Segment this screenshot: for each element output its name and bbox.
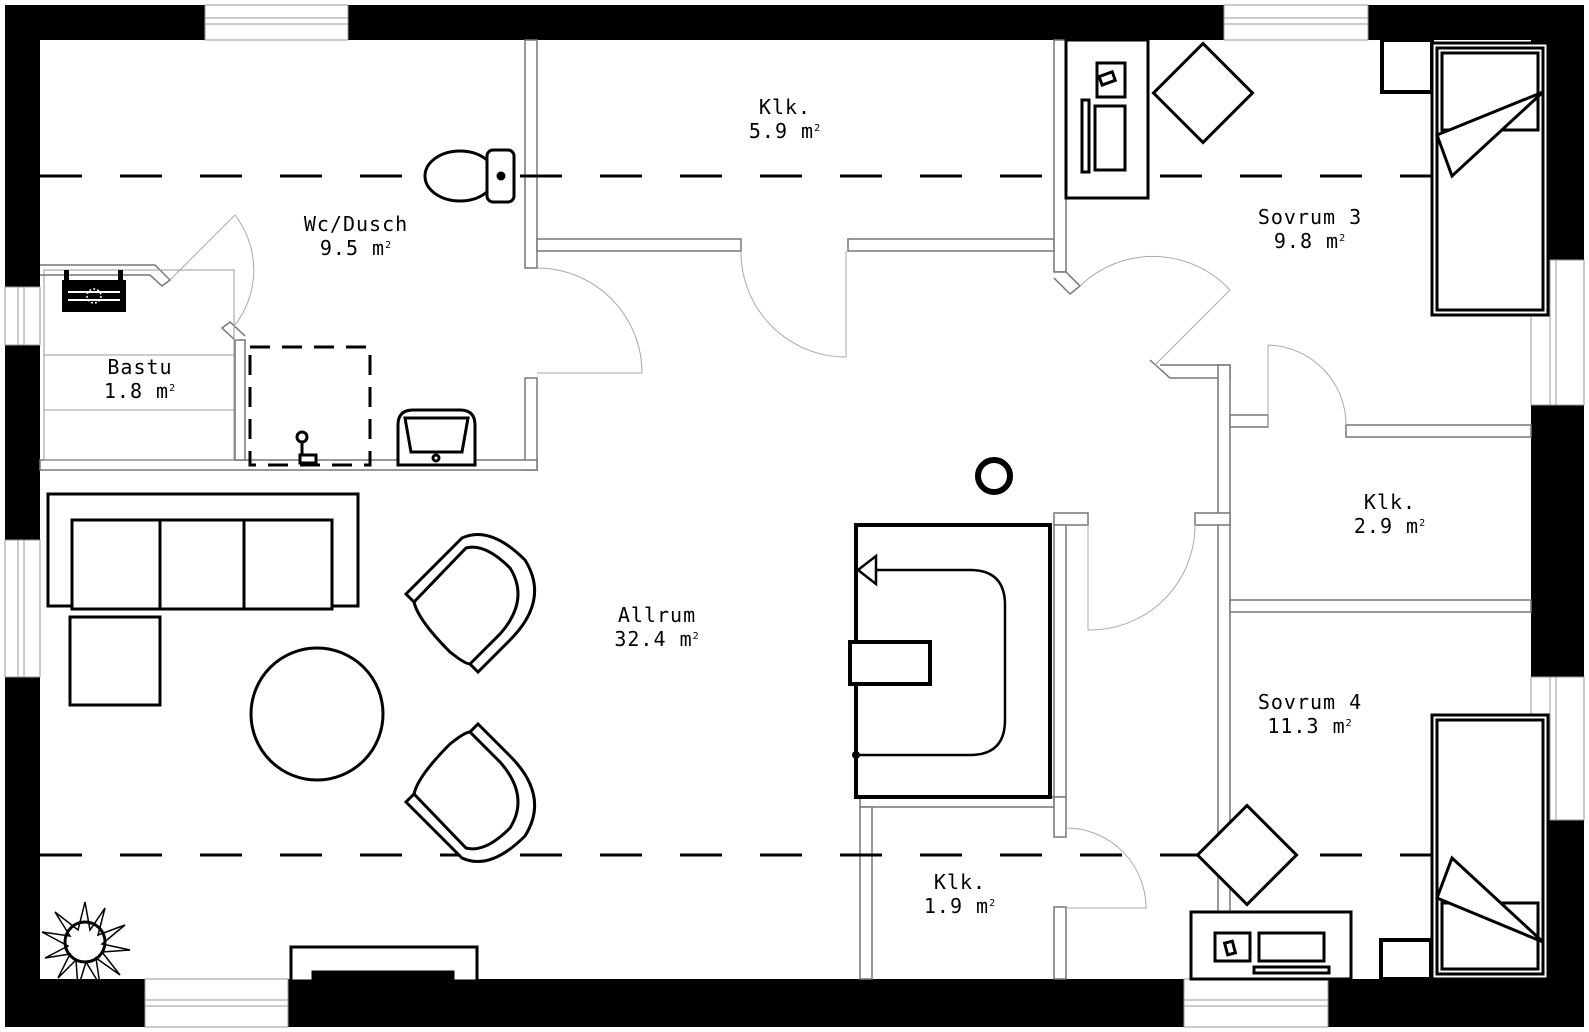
room-area: 2.9 m2	[1353, 514, 1427, 538]
room-area: 11.3 m2	[1267, 714, 1353, 738]
windows	[4, 4, 1585, 1028]
sink-icon	[396, 408, 477, 467]
room-label-klk-bottom: Klk. 1.9 m2	[924, 870, 996, 918]
nightstand-sovrum-4-icon	[1379, 938, 1433, 981]
room-name: Allrum	[617, 603, 697, 627]
room-label-klk-mid: Klk. 2.9 m2	[1354, 490, 1426, 538]
desk-top-icon	[1064, 38, 1150, 200]
room-area: 9.8 m2	[1273, 229, 1347, 253]
room-area: 1.9 m2	[923, 894, 997, 918]
kitchen-island-icon	[848, 523, 1052, 799]
room-name: Wc/Dusch	[303, 212, 409, 236]
room-name: Sovrum 3	[1257, 205, 1363, 229]
corner-sofa-icon	[46, 492, 360, 707]
section-lines	[40, 174, 1531, 857]
room-area: 5.9 m2	[748, 119, 822, 143]
room-label-allrum: Allrum 32.4 m2	[614, 603, 699, 651]
tv-bench-icon	[289, 945, 479, 983]
bed-sovrum-4-icon	[1430, 713, 1550, 981]
door-swings	[169, 214, 1347, 909]
round-table-icon	[249, 646, 385, 782]
room-label-sovrum-3: Sovrum 3 9.8 m2	[1258, 205, 1362, 253]
room-area: 9.5 m2	[319, 236, 393, 260]
room-label-klk-top: Klk. 5.9 m2	[749, 95, 821, 143]
armchair-1-icon	[403, 533, 537, 675]
shower-head-icon	[295, 430, 318, 465]
armchair-2-icon	[403, 721, 537, 863]
desk-chair-bottom-icon	[1195, 803, 1299, 907]
room-name: Klk.	[1363, 490, 1417, 514]
desk-chair-top-icon	[1151, 41, 1255, 145]
room-label-wc-dusch: Wc/Dusch 9.5 m2	[304, 212, 408, 260]
room-area: 32.4 m2	[614, 627, 700, 651]
bastu-benches	[43, 269, 235, 461]
plant-icon	[41, 901, 131, 989]
stove-knob-icon	[975, 457, 1013, 495]
room-area: 1.8 m2	[103, 379, 177, 403]
room-name: Klk.	[933, 870, 987, 894]
room-name: Bastu	[107, 355, 173, 379]
toilet-icon	[423, 148, 516, 204]
desk-bottom-icon	[1189, 910, 1353, 981]
nightstand-sovrum-3-icon	[1380, 38, 1434, 94]
room-label-sovrum-4: Sovrum 4 11.3 m2	[1258, 690, 1362, 738]
shower-area-icon	[248, 345, 372, 467]
room-name: Sovrum 4	[1257, 690, 1363, 714]
room-name: Klk.	[758, 95, 812, 119]
room-label-bastu: Bastu 1.8 m2	[104, 355, 176, 403]
sauna-heater-icon	[62, 270, 126, 312]
bed-sovrum-3-icon	[1430, 41, 1550, 317]
